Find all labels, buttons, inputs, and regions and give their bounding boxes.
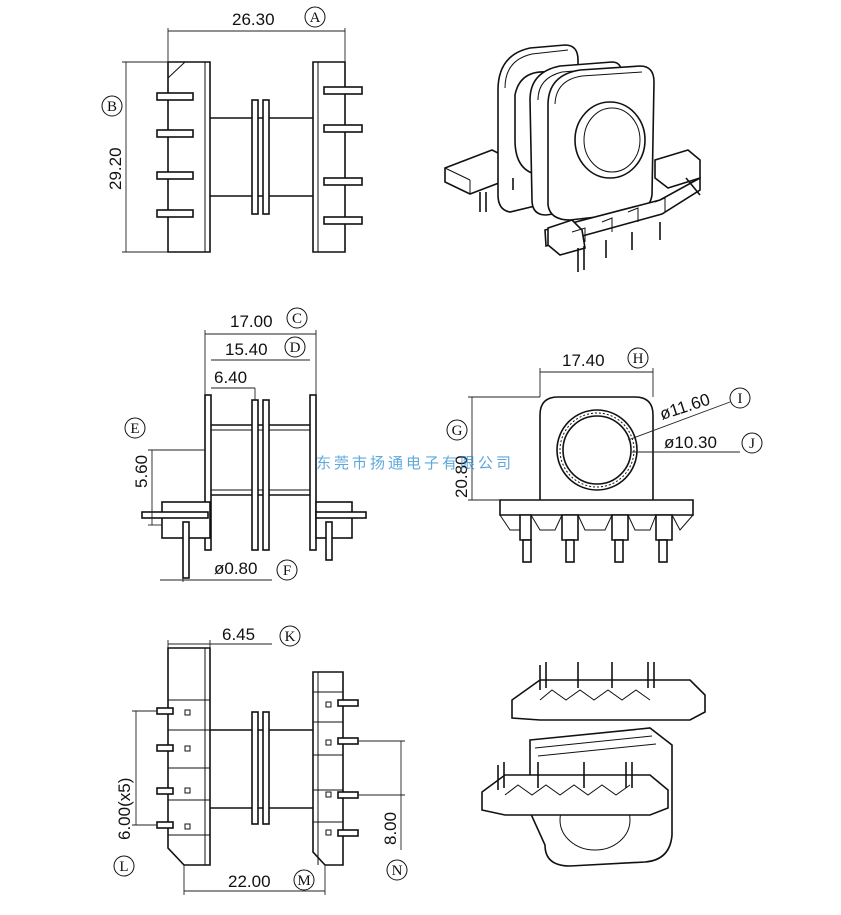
isometric-view-rear (481, 662, 706, 867)
callout-F-letter: F (283, 563, 291, 579)
left-flange (167, 61, 211, 253)
side-view: 17.00 C 15.40 D 6.40 E 5.60 ø0.80 F (124, 307, 367, 582)
callout-A-letter: A (310, 10, 321, 26)
dim-H-value: 17.40 (562, 351, 605, 370)
dim-F-value: ø0.80 (214, 559, 257, 578)
dim-D-value: 15.40 (225, 340, 268, 359)
dim-640-value: 6.40 (214, 368, 247, 387)
callout-G-letter: G (452, 423, 463, 439)
callout-H-letter: H (633, 351, 644, 367)
callout-A (304, 6, 326, 28)
callout-M-letter: M (297, 873, 310, 889)
callout-D-letter: D (290, 340, 301, 356)
callout-C (286, 307, 308, 329)
dim-G-value: 20.80 (452, 455, 471, 498)
callout-N-letter: N (392, 863, 403, 879)
dim-C-value: 17.00 (230, 312, 273, 331)
right-pins (323, 86, 363, 225)
watermark-text: 东莞市扬通电子有限公司 (316, 454, 514, 472)
front-view: 17.40 H G 20.80 ø11.60 I ø10.30 J (446, 347, 763, 563)
callout-D (284, 336, 306, 358)
callout-M (293, 869, 315, 891)
callout-E-letter: E (130, 421, 139, 437)
callout-F (276, 559, 298, 581)
callout-G (446, 419, 468, 441)
callout-I (729, 387, 751, 409)
callout-K (279, 625, 301, 647)
isometric-view-front (444, 44, 701, 272)
dim-K-value: 6.45 (222, 625, 255, 644)
callout-B-letter: B (107, 99, 117, 115)
callout-J (741, 432, 763, 454)
callout-N (386, 859, 408, 881)
dim-N-value: 8.00 (381, 812, 400, 845)
callout-E (124, 417, 146, 439)
callout-L (113, 855, 135, 877)
dim-A-value: 26.30 (232, 10, 275, 29)
bottom-view: 6.45 K 6.00(x5) L 22.00 M 8.00 N (113, 625, 408, 895)
callout-H (627, 347, 649, 369)
callout-B (101, 95, 123, 117)
right-flange (312, 61, 346, 253)
callout-I-letter: I (738, 391, 743, 407)
dim-M-value: 22.00 (228, 872, 271, 891)
callout-J-letter: J (749, 436, 755, 452)
callout-K-letter: K (285, 629, 296, 645)
dim-B-value: 29.20 (106, 147, 125, 190)
left-pins (156, 92, 194, 218)
dim-E-value: 5.60 (132, 455, 151, 488)
dim-J-value: ø10.30 (664, 433, 717, 452)
dim-L-value: 6.00(x5) (115, 778, 134, 840)
callout-C-letter: C (292, 311, 302, 327)
callout-L-letter: L (119, 859, 128, 875)
top-view: 26.30 A B 29.20 (101, 6, 363, 253)
